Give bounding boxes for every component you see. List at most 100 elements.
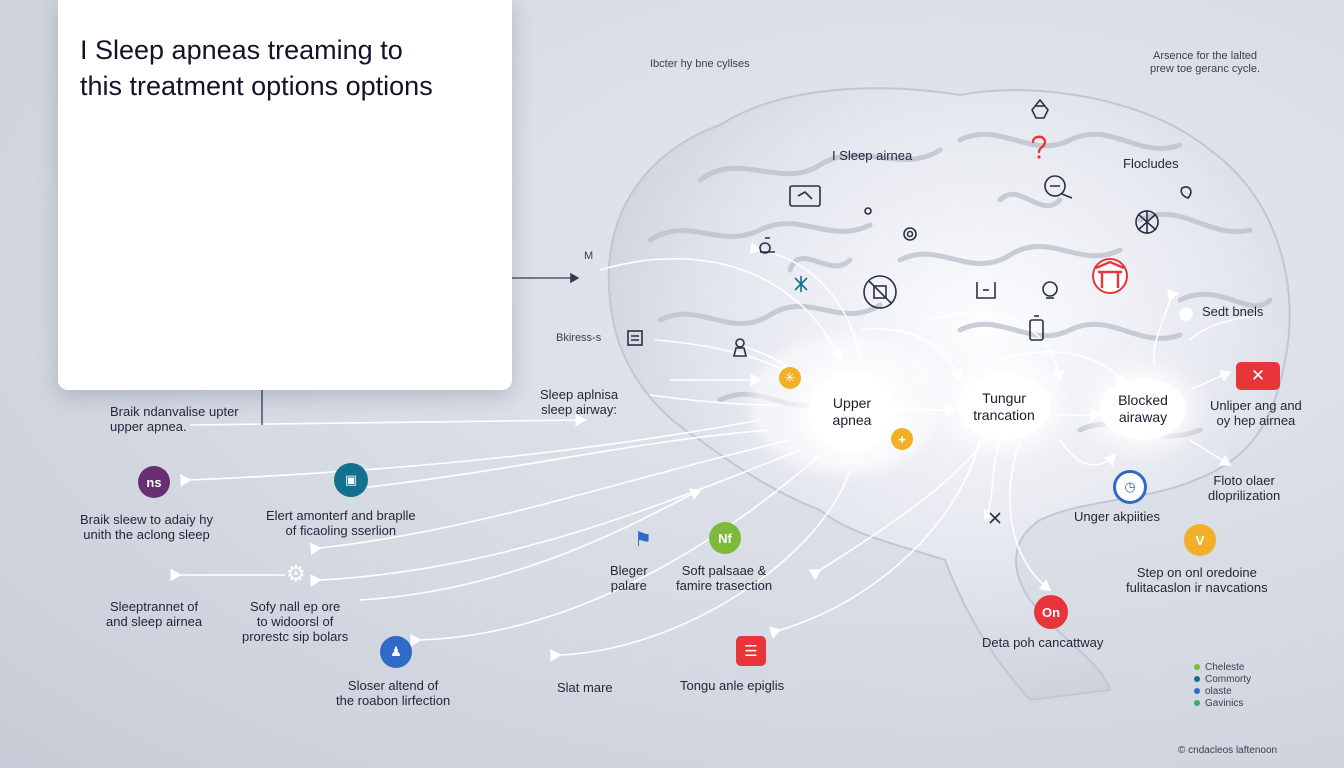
- label-sleeptrannet: Sleeptrannet of and sleep airnea: [106, 599, 202, 629]
- legend-dot-blue: [1194, 688, 1200, 695]
- label-deta: Deta poh cancattway: [982, 635, 1104, 650]
- label-brak-line1: Braik ndanvalise upter: [110, 404, 239, 419]
- brain-icons: [627, 98, 1193, 524]
- brain-illustration: [607, 87, 1291, 702]
- label-elert-line2: of ficaoling sserlion: [285, 523, 397, 538]
- label-soft-bnels: Sedt bnels: [1202, 304, 1264, 319]
- nf-badge: Nf: [709, 522, 741, 554]
- label-sleep-airway: Sleep aplnisa sleep airway:: [540, 387, 618, 417]
- label-sofy: Sofy nall ep ore to widoorsl of prorestc…: [242, 599, 348, 644]
- calendar-badge-icon: ▣: [334, 463, 368, 497]
- v-badge: V: [1184, 524, 1216, 556]
- label-brak: Braik ndanvalise upter upper apnea.: [110, 404, 239, 434]
- ns-badge: ns: [138, 466, 170, 498]
- label-bleger: Bleger palare: [610, 563, 648, 593]
- label-sleeptrannet-line2: and sleep airnea: [106, 614, 203, 629]
- right-note-line2: prew toe geranc cycle.: [1150, 63, 1261, 75]
- label-step: Step on onl oredoine fulitacaslon ir nav…: [1126, 565, 1268, 595]
- label-sleep-airway-line2: sleep airway:: [541, 402, 617, 417]
- legend-item: Commorty: [1194, 674, 1251, 686]
- label-sleeptrannet-line1: Sleeptrannet of: [109, 599, 199, 614]
- panel-title: I Sleep apneas treaming to this treatmen…: [80, 32, 433, 104]
- label-sleep-airway-line1: Sleep aplnisa: [540, 387, 619, 402]
- legend-label: Cheleste: [1205, 662, 1245, 673]
- spoke-wheel-icon: [1135, 210, 1159, 234]
- legend-label: Commorty: [1205, 674, 1252, 685]
- legend-item: Gavinics: [1194, 698, 1251, 710]
- node-blocked-airway-label: Blocked airaway: [1118, 392, 1168, 425]
- label-sloser-line1: Sloser altend of: [347, 678, 439, 693]
- node-blocked-airway[interactable]: Blocked airaway: [1100, 378, 1186, 440]
- right-note-line1: Arsence for the lalted: [1153, 50, 1257, 62]
- bulb-icon: [1042, 281, 1058, 299]
- monitor-icon: [789, 185, 821, 207]
- dark-pointers: [261, 272, 580, 425]
- label-floto-line2: dloprilization: [1208, 488, 1281, 503]
- person-badge-icon: ♟: [380, 636, 412, 668]
- node-tongue-label: Tungur trancation: [973, 390, 1035, 423]
- scissors-icon: [989, 512, 1001, 524]
- nf-badge-label: Nf: [718, 530, 732, 546]
- label-brak-line2: upper apnea.: [110, 419, 187, 434]
- label-tongu-epiglis: Tongu anle epiglis: [680, 678, 785, 693]
- cross-arrows-icon: [794, 276, 808, 292]
- ns-badge-label: ns: [146, 474, 162, 490]
- question-icon: [1031, 135, 1047, 159]
- clipboard-icon: [627, 330, 643, 346]
- label-unger: Unger akpiities: [1074, 509, 1160, 524]
- legend-dot-emerald: [1194, 700, 1200, 707]
- badge-cycle-icon: [1044, 175, 1073, 199]
- legend-label: Gavinics: [1205, 698, 1244, 709]
- close-badge-label: ✕: [1250, 366, 1266, 385]
- leaf-icon: [1180, 186, 1192, 199]
- cup-icon: [976, 282, 996, 299]
- connector-arrows: [170, 241, 1261, 662]
- label-step-line2: fulitacaslon ir navcations: [1126, 580, 1268, 595]
- legend-item: Cheleste: [1194, 662, 1251, 674]
- label-sofy-line3: prorestc sip bolars: [242, 629, 349, 644]
- headset-icon: [1031, 98, 1049, 119]
- person-icon: [732, 338, 748, 357]
- label-elert-line1: Elert amonterf and braplle: [266, 508, 416, 523]
- label-soft-palate-line1: Soft palsaae &: [681, 563, 767, 578]
- close-badge-icon: ✕: [1236, 362, 1280, 390]
- node-upper-apnea[interactable]: Upper apnea: [808, 372, 896, 452]
- label-braik-sleew: Braik sleew to adaiy hy unith the aclong…: [80, 512, 213, 542]
- right-note: Arsence for the lalted prew toe geranc c…: [1150, 50, 1260, 76]
- title-panel: [58, 0, 512, 390]
- prohibited-icon: [863, 275, 897, 309]
- label-uniper-line2: oy hep airnea: [1216, 413, 1296, 428]
- spiral-icon: [903, 227, 917, 241]
- battery-icon: [1029, 315, 1044, 341]
- legend-dot-teal: [1194, 676, 1200, 683]
- legend-dot-green: [1194, 664, 1200, 671]
- clock-badge-icon: ◷: [1113, 470, 1147, 504]
- label-braik-sleew-line2: unith the aclong sleep: [83, 527, 210, 542]
- label-floto-line1: Floto olaer: [1213, 473, 1275, 488]
- label-bleger-line2: palare: [610, 578, 647, 593]
- lightbulb-icon: ♁: [150, 563, 163, 582]
- label-sofy-line2: to widoorsl of: [256, 614, 334, 629]
- center-note: Ibcter hy bne cyllses: [650, 58, 750, 70]
- node-tongue[interactable]: Tungur trancation: [958, 374, 1050, 440]
- gate-icon: [1092, 258, 1128, 294]
- label-floto: Floto olaer dloprilization: [1208, 473, 1280, 503]
- label-flocludes: Flocludes: [1123, 156, 1179, 171]
- label-sloser-line2: the roabon lirfection: [336, 693, 451, 708]
- panel-title-line2: this treatment options options: [80, 71, 433, 101]
- label-soft-palate-line2: famire trasection: [676, 578, 773, 593]
- label-sleep-apnea: I Sleep airnea: [832, 148, 913, 163]
- node-upper-apnea-label: Upper apnea: [832, 395, 872, 428]
- legend: Cheleste Commorty olaste Gavinics: [1194, 662, 1251, 710]
- label-uniper-line1: Unliper ang and: [1210, 398, 1302, 413]
- on-badge: On: [1034, 595, 1068, 629]
- label-bleger-line1: Bleger: [610, 563, 648, 578]
- document-badge-icon: ☰: [736, 636, 766, 666]
- label-soft-palate: Soft palsaae & famire trasection: [676, 563, 772, 593]
- on-badge-label: On: [1041, 604, 1061, 620]
- label-sloser: Sloser altend of the roabon lirfection: [336, 678, 450, 708]
- label-step-line1: Step on onl oredoine: [1136, 565, 1257, 580]
- label-erkiess: Bkiress-s: [556, 332, 602, 344]
- gear-icon: ⚙: [286, 561, 306, 586]
- small-dot-icon: [864, 207, 872, 215]
